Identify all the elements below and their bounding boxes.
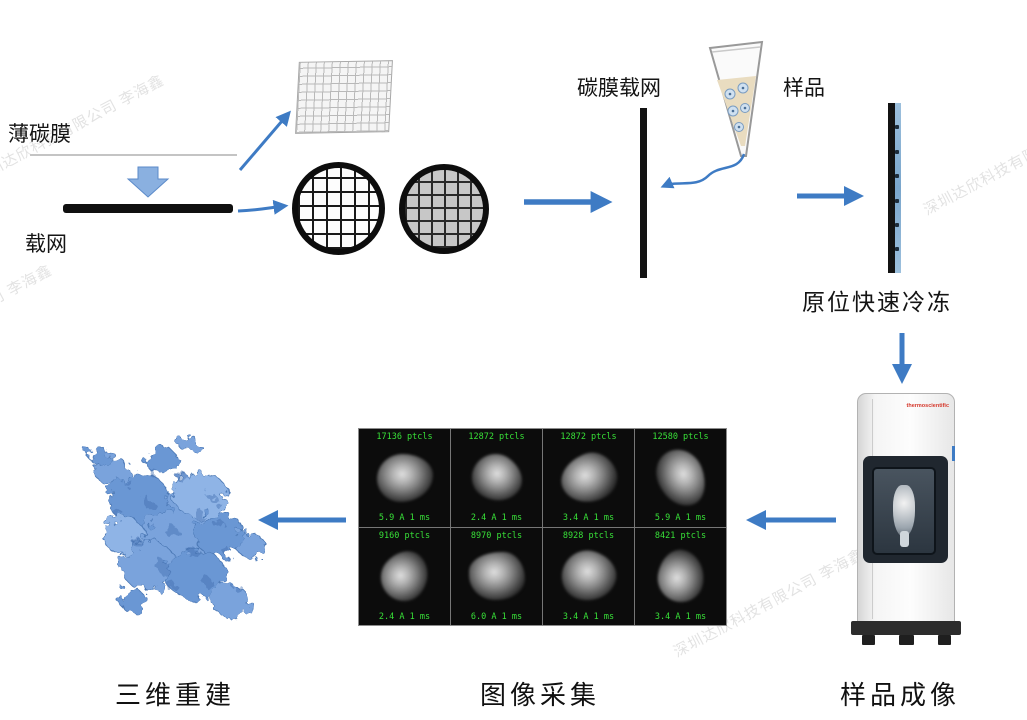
tube-rim	[711, 46, 761, 53]
particle-dot	[895, 223, 899, 227]
label-sample: 样品	[783, 76, 825, 100]
particle-dot	[895, 247, 899, 251]
particle-count-label: 12872 ptcls	[468, 432, 525, 442]
resolution-label: 6.0 A 1 ms	[470, 611, 523, 622]
frozen-bar-ice-layer	[895, 103, 901, 273]
instrument-blue-tag	[952, 446, 955, 461]
resolution-label: 3.4 A 1 ms	[562, 611, 615, 622]
class-average-image: 8928 ptcls 3.4 A 1 ms	[543, 527, 634, 625]
particle-count-label: 17136 ptcls	[376, 432, 433, 442]
particle-blob	[648, 442, 713, 513]
particle-blob	[376, 453, 433, 502]
label-carbon-film-grid: 碳膜载网	[577, 76, 661, 100]
particle-blob	[462, 444, 531, 511]
arrow-film-to-mesh	[238, 110, 291, 171]
resolution-label: 3.4 A 1 ms	[654, 611, 707, 622]
resolution-label: 3.4 A 1 ms	[562, 513, 615, 523]
particle-count-label: 12580 ptcls	[652, 432, 709, 442]
resolution-label: 5.9 A 1 ms	[378, 513, 431, 523]
particle-count-label: 12872 ptcls	[560, 432, 617, 442]
instrument-foot	[938, 635, 951, 645]
particle-dot	[895, 174, 899, 178]
label-thin-carbon-film: 薄碳膜	[8, 122, 71, 146]
resolution-label: 2.4 A 1 ms	[378, 611, 431, 622]
particle-blob	[553, 445, 624, 510]
particle-count-label: 9160 ptcls	[378, 530, 431, 541]
cryo-em-instrument: thermoscientific	[851, 393, 961, 650]
instrument-foot	[899, 635, 914, 645]
label-3d-reconstruction: 三维重建	[115, 681, 236, 710]
label-in-situ-freezing: 原位快速冷冻	[802, 290, 952, 315]
particle-blob	[370, 542, 439, 611]
instrument-brand-text: thermoscientific	[906, 403, 949, 409]
label-support-grid: 载网	[25, 232, 67, 256]
class-average-image: 9160 ptcls 2.4 A 1 ms	[359, 527, 450, 625]
instrument-dark-panel	[863, 456, 948, 563]
block-arrow-down	[126, 166, 170, 198]
resolution-label: 2.4 A 1 ms	[470, 513, 523, 523]
instrument-window	[872, 467, 936, 555]
frozen-bar-black	[888, 103, 895, 273]
tem-grid-circle-2	[399, 164, 489, 254]
class-average-image: 12580 ptcls 5.9 A 1 ms	[635, 429, 726, 527]
class-average-image: 12872 ptcls 3.4 A 1 ms	[543, 429, 634, 527]
arrow-bar-to-grid	[237, 199, 289, 215]
label-image-acquisition: 图像采集	[480, 681, 601, 710]
particle-dot	[895, 150, 899, 154]
particle-blob	[653, 546, 708, 606]
class-average-image: 8421 ptcls 3.4 A 1 ms	[635, 527, 726, 625]
class-average-image: 8970 ptcls 6.0 A 1 ms	[451, 527, 542, 625]
instrument-base	[851, 621, 961, 635]
structure-texture	[114, 469, 242, 593]
grid-bar	[63, 204, 233, 213]
carbon-grid-bar	[640, 108, 647, 278]
tem-grid-circle-1	[292, 162, 385, 255]
instrument-knob	[900, 531, 909, 547]
instrument-foot	[862, 635, 875, 645]
watermark: 深圳达欣科技有限公司 李海鑫	[0, 261, 56, 377]
frozen-grid-bar	[888, 103, 901, 273]
class-average-image: 12872 ptcls 2.4 A 1 ms	[451, 429, 542, 527]
class-average-image: 17136 ptcls 5.9 A 1 ms	[359, 429, 450, 527]
instrument-column	[893, 485, 915, 537]
protein-3d-structure	[87, 434, 265, 618]
instrument-body: thermoscientific	[857, 393, 955, 625]
particle-blob	[555, 545, 622, 608]
sample-tube	[708, 40, 764, 157]
particle-dot	[895, 199, 899, 203]
class-average-grid: 17136 ptcls 5.9 A 1 ms 12872 ptcls 2.4 A…	[358, 428, 727, 626]
carbon-film-line	[30, 154, 237, 156]
particle-count-label: 8421 ptcls	[654, 530, 707, 541]
label-sample-imaging: 样品成像	[840, 681, 961, 710]
particle-count-label: 8928 ptcls	[562, 530, 615, 541]
particle-count-label: 8970 ptcls	[470, 530, 523, 541]
resolution-label: 5.9 A 1 ms	[654, 513, 707, 523]
structure-lobes	[87, 434, 265, 618]
carbon-film-mesh	[295, 60, 393, 134]
sample-droplets	[724, 82, 750, 132]
particle-dot	[895, 125, 899, 129]
watermark: 深圳达欣科技有限公司 李海鑫	[920, 104, 1027, 219]
particle-blob	[468, 552, 525, 601]
